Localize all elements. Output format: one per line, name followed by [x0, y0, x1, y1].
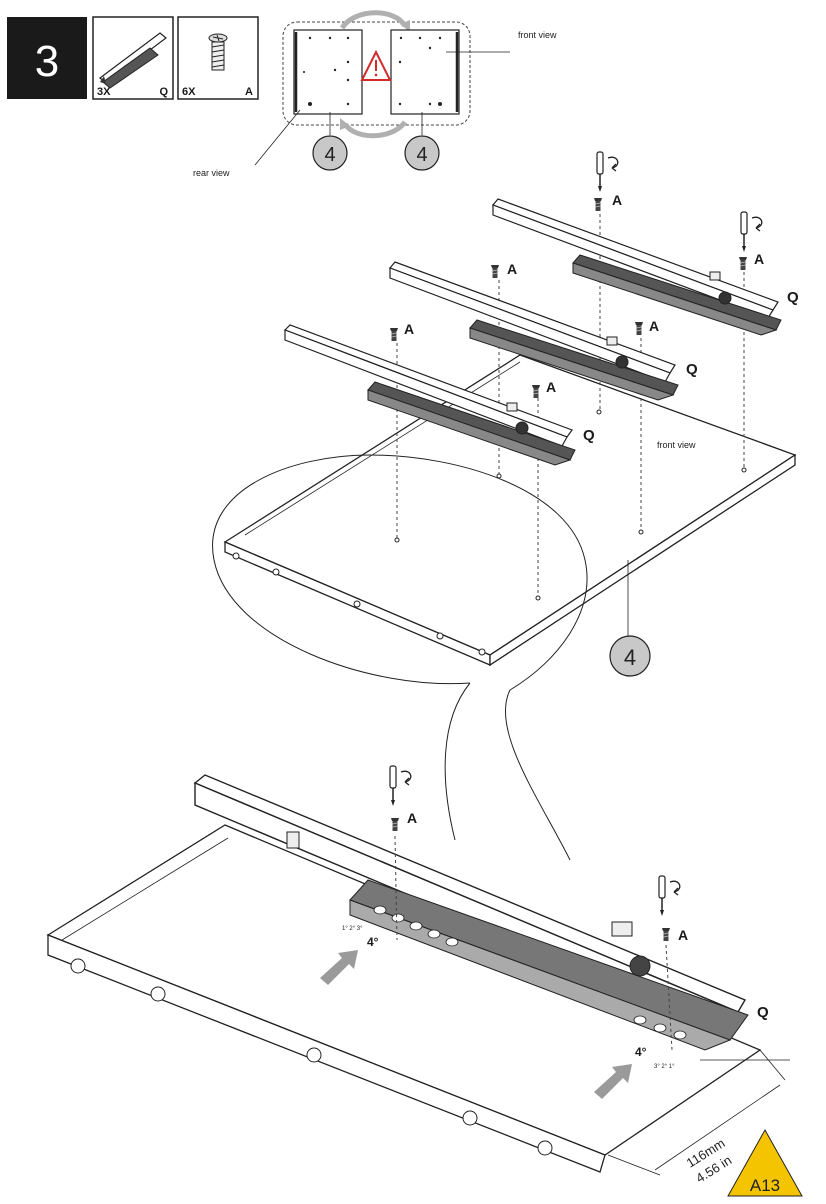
detail-angle-right: 4° [635, 1045, 647, 1059]
drawer-panel [223, 354, 797, 667]
push-arrow-left [320, 950, 358, 985]
dimension-label: 116mm 4.56 in [684, 1135, 735, 1185]
svg-text:4: 4 [416, 144, 427, 166]
dimension-marker [607, 1049, 790, 1176]
part-code-screw: A [245, 86, 253, 98]
detail-angle-left: 4° [367, 935, 379, 949]
screw-label-5: A [612, 192, 622, 208]
detail-scale-left: 1° 2° 3° [342, 926, 363, 932]
step-number: 3 [35, 37, 59, 86]
detail-scale-right: 3° 2° 1° [654, 1064, 675, 1070]
part-qty-screw: 6X [182, 86, 196, 98]
inset-rear-view-label: rear view [193, 168, 230, 178]
screw-label-2: A [546, 379, 556, 395]
screw-label-3: A [507, 261, 517, 277]
part-box-slide: 3X Q [92, 16, 174, 100]
orientation-inset [254, 10, 510, 166]
screwdriver-main-2 [740, 211, 763, 253]
detail-panel [46, 824, 762, 1173]
screw-main-6 [738, 256, 748, 271]
slide-label-1: Q [583, 427, 595, 444]
detail-slide [193, 774, 749, 1051]
detail-screwdriver-2 [658, 875, 681, 917]
screw-icon [208, 33, 228, 71]
page-badge: A13 [727, 1128, 803, 1197]
step-number-box: 3 [7, 17, 87, 99]
rear-view-panel [293, 29, 363, 115]
part-code-slide: Q [159, 86, 168, 98]
part-box-screw: 6X A [177, 16, 259, 100]
detail-screw-label-1: A [407, 810, 417, 826]
panel-bubble-main: 4 [609, 635, 651, 677]
part-qty-slide: 3X [97, 86, 111, 98]
main-front-view-label: front view [657, 440, 696, 450]
rotate-arrow-top [339, 10, 410, 32]
detail-screw-label-2: A [678, 927, 688, 943]
inset-front-view-label: front view [518, 30, 557, 40]
screw-label-1: A [404, 321, 414, 337]
svg-text:4: 4 [624, 645, 636, 670]
drawer-slide-2 [388, 261, 679, 401]
screw-main-3 [490, 264, 500, 279]
screw-main-1 [389, 327, 399, 342]
screwdriver-main-1 [596, 151, 619, 193]
drawer-slide-1 [283, 324, 576, 466]
drawer-slide-icon [99, 32, 167, 89]
rotate-arrow-bottom [340, 118, 408, 139]
detail-screw-2 [661, 927, 671, 942]
svg-text:4: 4 [324, 144, 335, 166]
screw-main-4 [634, 321, 644, 336]
page-code: A13 [750, 1176, 780, 1195]
detail-screw-1 [390, 817, 400, 832]
detail-screwdriver-1 [389, 765, 412, 807]
detail-callout [212, 454, 588, 861]
slide-label-3: Q [787, 289, 799, 306]
panel-bubble-front: 4 [404, 135, 440, 171]
front-view-panel [390, 29, 460, 115]
drawer-slide-3 [491, 198, 782, 336]
screw-label-6: A [754, 251, 764, 267]
detail-slide-label: Q [757, 1004, 769, 1021]
slide-label-2: Q [686, 361, 698, 378]
panel-bubble-rear: 4 [312, 135, 348, 171]
warning-triangle-icon [360, 49, 392, 81]
screw-main-5 [593, 197, 603, 212]
push-arrow-right [594, 1064, 632, 1099]
screw-label-4: A [649, 318, 659, 334]
